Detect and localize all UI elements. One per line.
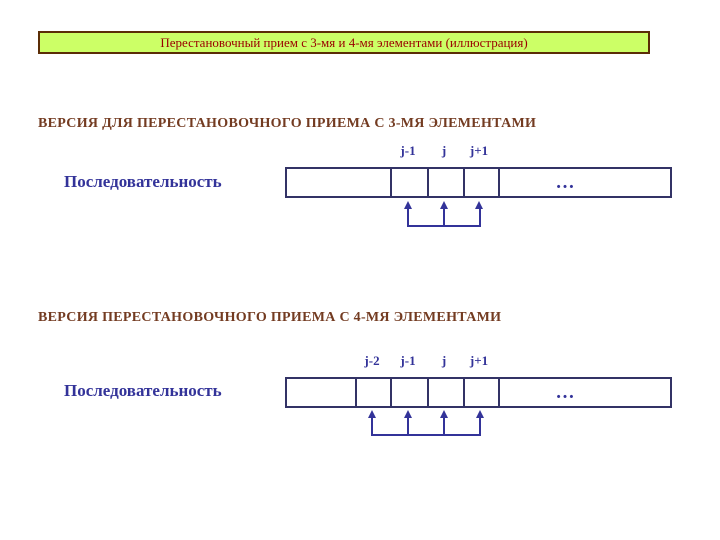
arrow-stem — [479, 417, 481, 436]
cell-divider — [355, 379, 357, 406]
section4-sequence-box: … — [285, 377, 672, 408]
up-arrow-icon — [404, 410, 412, 418]
arrow-stem — [443, 417, 445, 436]
up-arrow-icon — [440, 201, 448, 209]
up-arrow-icon — [368, 410, 376, 418]
slide-title: Перестановочный прием с 3-мя и 4-мя элем… — [160, 35, 528, 50]
cell-divider — [463, 379, 465, 406]
cell-divider — [390, 379, 392, 406]
section4-index-label-j-1: j-1 — [400, 353, 416, 368]
arrow-stem — [443, 208, 445, 227]
up-arrow-icon — [476, 410, 484, 418]
arrow-stem — [371, 417, 373, 436]
cell-divider — [463, 169, 465, 196]
section4-index-label-j-plus-1: j+1 — [469, 353, 489, 368]
arrow-bracket-line — [371, 434, 481, 436]
up-arrow-icon — [440, 410, 448, 418]
section3-sequence-label: Последовательность — [64, 172, 222, 191]
arrow-stem — [479, 208, 481, 227]
cell-divider — [498, 379, 500, 406]
cell-divider — [498, 169, 500, 196]
section4-sequence-label: Последовательность — [64, 381, 222, 400]
section4-index-label-j-2: j-2 — [364, 353, 380, 368]
cell-divider — [427, 379, 429, 406]
section4-index-label-j: j — [441, 353, 447, 368]
up-arrow-icon — [404, 201, 412, 209]
cell-divider — [390, 169, 392, 196]
section4-heading: ВЕРСИЯ ПЕРЕСТАНОВОЧНОГО ПРИЕМА С 4-МЯ ЭЛ… — [38, 310, 502, 325]
section4-ellipsis: … — [555, 382, 579, 403]
arrow-stem — [407, 208, 409, 227]
up-arrow-icon — [475, 201, 483, 209]
arrow-stem — [407, 417, 409, 436]
section3-index-label-j: j — [441, 143, 447, 158]
section3-sequence-box: … — [285, 167, 672, 198]
section3-index-label-j-plus-1: j+1 — [469, 143, 489, 158]
section3-index-label-j-1: j-1 — [400, 143, 416, 158]
section3-heading: ВЕРСИЯ ДЛЯ ПЕРЕСТАНОВОЧНОГО ПРИЕМА С 3-М… — [38, 116, 537, 131]
arrow-bracket-line — [407, 225, 481, 227]
section3-ellipsis: … — [555, 172, 579, 193]
slide-title-banner: Перестановочный прием с 3-мя и 4-мя элем… — [38, 31, 650, 54]
cell-divider — [427, 169, 429, 196]
